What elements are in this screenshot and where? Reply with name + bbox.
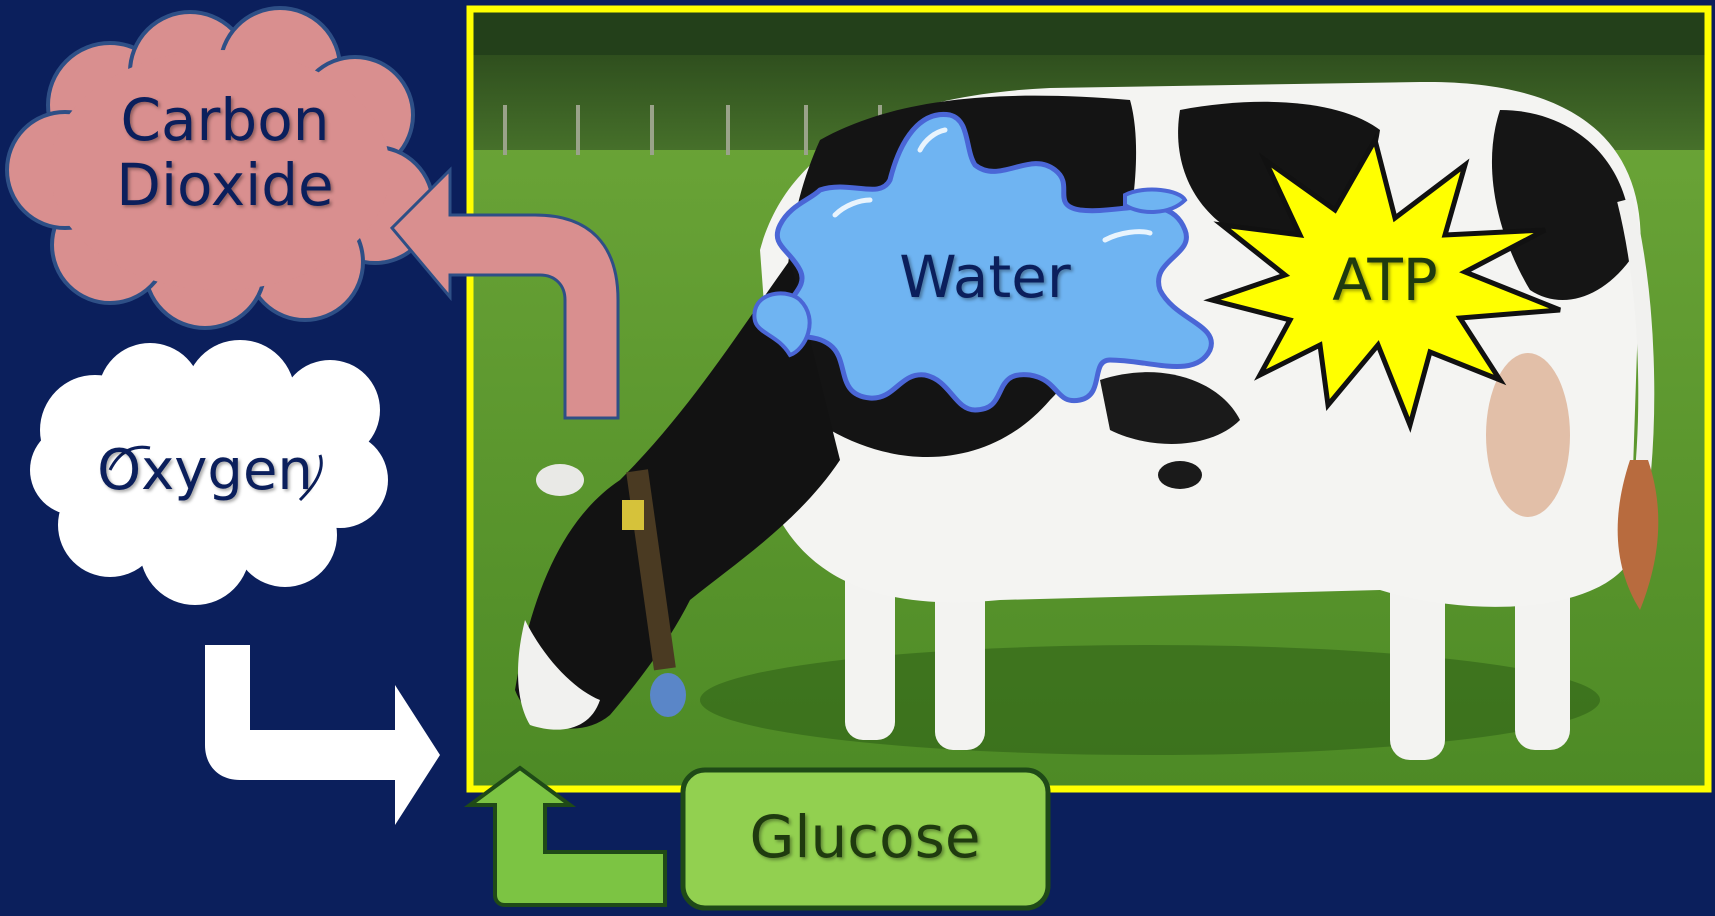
water-label: Water — [870, 245, 1100, 310]
carbon-dioxide-line2: Dioxide — [95, 153, 355, 218]
cow-photo — [470, 9, 1708, 789]
oxygen-arrow — [205, 645, 440, 825]
atp-label: ATP — [1300, 248, 1470, 313]
oxygen-label: Oxygen — [80, 440, 330, 503]
carbon-dioxide-label: Carbon Dioxide — [95, 88, 355, 218]
glucose-label: Glucose — [700, 805, 1030, 870]
carbon-dioxide-line1: Carbon — [95, 88, 355, 153]
